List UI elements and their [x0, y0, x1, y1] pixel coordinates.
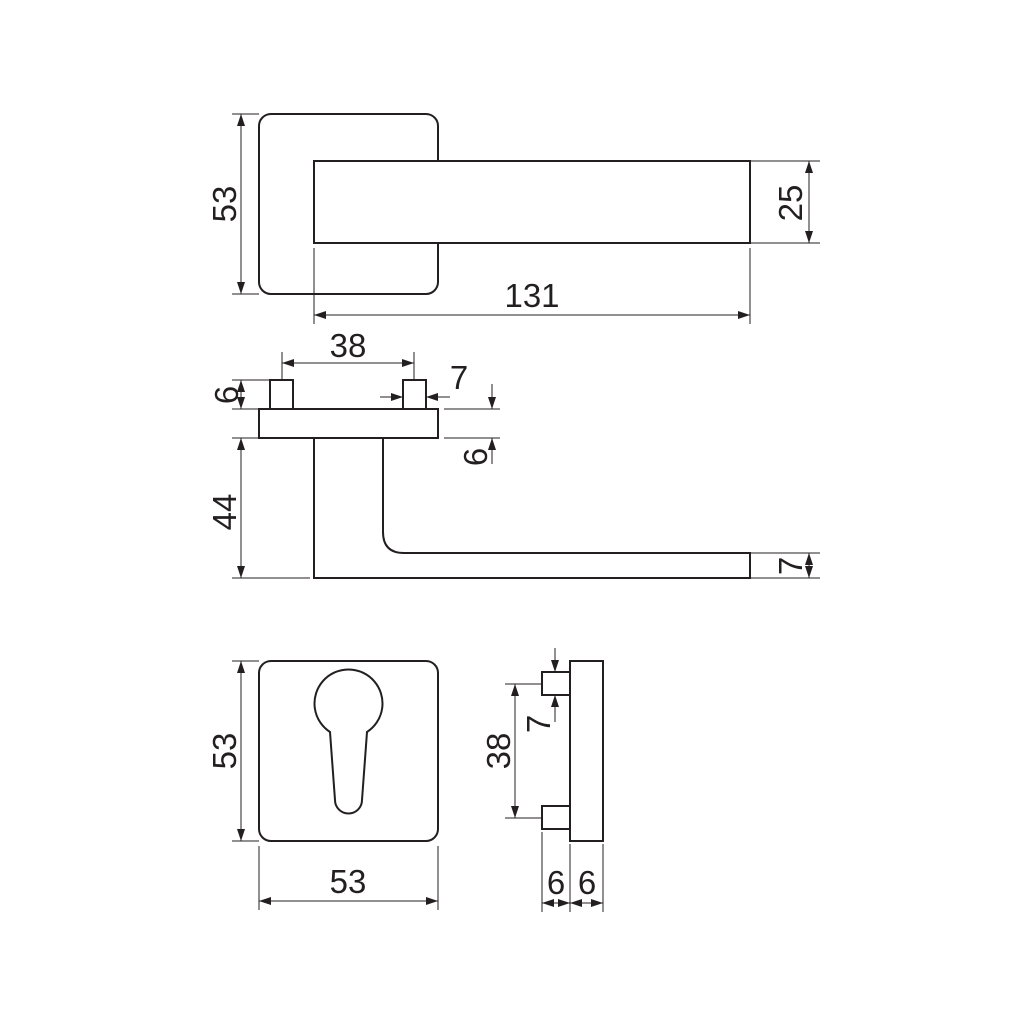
dim-lever-height-label: 25 — [772, 185, 809, 222]
escutcheon-plate-side — [569, 660, 604, 842]
dim-lever-drop-label: 44 — [206, 494, 243, 531]
dim-lever-thickness-label: 7 — [772, 557, 809, 575]
dim-pin-spacing: 38 — [281, 327, 415, 380]
dim-escutcheon-plate-thickness-label: 6 — [578, 864, 596, 901]
dim-rose-thickness: 6 — [444, 384, 500, 466]
dim-pin-width-label: 7 — [450, 359, 468, 396]
dim-escutcheon-pin-spacing: 38 — [480, 683, 542, 819]
pin-right — [402, 379, 427, 410]
side-view: 38 7 6 6 44 — [206, 327, 820, 579]
dim-escutcheon-pin-spacing-label: 38 — [480, 733, 517, 770]
dim-escutcheon-height-label: 53 — [206, 733, 243, 770]
dim-pin-width: 7 — [380, 359, 468, 401]
keyhole-cutout — [313, 668, 384, 815]
dim-escutcheon-pin-width: 7 — [520, 648, 559, 733]
dim-pin-spacing-label: 38 — [330, 327, 367, 364]
escutcheon-side: 7 38 6 6 — [480, 648, 604, 912]
rose-side-outline — [258, 408, 439, 439]
dim-pin-height: 6 — [208, 379, 270, 410]
escutcheon-pin-top — [541, 671, 571, 696]
dim-escutcheon-width-label: 53 — [330, 863, 367, 900]
escutcheon-pin-bottom — [541, 805, 571, 830]
dim-rose-thickness-label: 6 — [457, 448, 494, 466]
dim-rose-height: 53 — [206, 113, 259, 295]
pin-left — [269, 379, 294, 410]
dim-escutcheon-pin-length-label: 6 — [547, 864, 565, 901]
dim-lever-length-label: 131 — [504, 277, 559, 314]
dim-escutcheon-depth: 6 6 — [541, 832, 604, 912]
dim-escutcheon-width: 53 — [258, 846, 439, 910]
dim-lever-drop: 44 — [206, 437, 310, 579]
dim-rose-height-label: 53 — [206, 186, 243, 223]
escutcheon-outline — [258, 660, 439, 842]
dim-lever-length: 131 — [313, 248, 751, 324]
lever-outline — [313, 160, 751, 244]
dim-lever-height: 25 — [750, 160, 820, 244]
dim-pin-height-label: 6 — [208, 386, 245, 404]
lever-side-outline — [313, 438, 751, 579]
dim-escutcheon-height: 53 — [206, 660, 259, 842]
dim-escutcheon-pin-width-label: 7 — [520, 715, 557, 733]
front-view: 53 25 131 — [206, 113, 820, 324]
dim-lever-thickness: 7 — [750, 552, 820, 579]
escutcheon-front: 53 53 — [206, 660, 439, 910]
